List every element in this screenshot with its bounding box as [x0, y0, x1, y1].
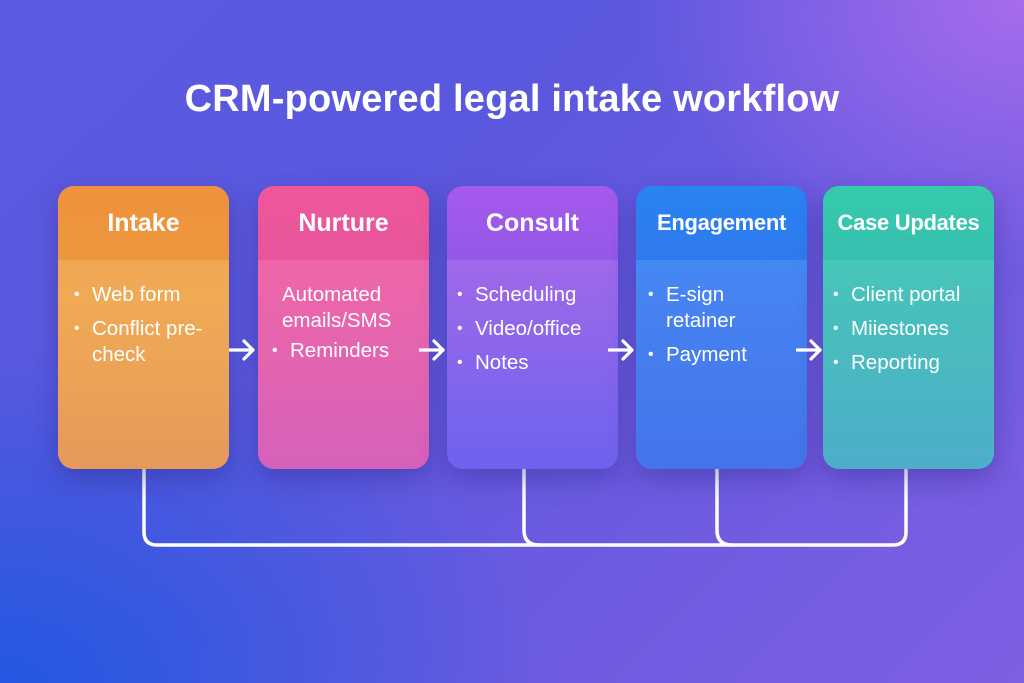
connector-line-consult — [522, 467, 541, 547]
stage-card-consult: Consult Scheduling Video/office Notes — [447, 186, 618, 469]
stage-title: Consult — [447, 186, 618, 260]
stage-item: Reminders — [272, 338, 415, 364]
stage-item: Conflict pre-check — [74, 316, 215, 368]
stage-body: E-sign retainer Payment — [636, 260, 807, 469]
stage-item: Scheduling — [457, 282, 604, 308]
connector-line-intake — [142, 467, 908, 547]
stage-title: Nurture — [258, 186, 429, 260]
stage-item: Notes — [457, 350, 604, 376]
stage-item: Web form — [74, 282, 215, 308]
stage-card-engagement: Engagement E-sign retainer Payment — [636, 186, 807, 469]
stage-item: Reporting — [833, 350, 980, 376]
stage-item: E-sign retainer — [648, 282, 767, 334]
arrow-right-icon — [796, 339, 822, 361]
arrow-right-icon — [229, 339, 255, 361]
stage-body: Automated emails/SMS Reminders — [258, 260, 429, 469]
stage-body: Web form Conflict pre-check — [58, 260, 229, 469]
stage-item: Automated emails/SMS — [282, 283, 392, 332]
arrow-right-icon — [419, 339, 445, 361]
diagram-title: CRM-powered legal intake workflow — [184, 78, 840, 120]
stage-item: Client portal — [833, 282, 980, 308]
stage-card-intake: Intake Web form Conflict pre-check — [58, 186, 229, 469]
stage-body: Client portal Miiestones Reporting — [823, 260, 994, 469]
stage-item: Miiestones — [833, 316, 980, 342]
stage-body: Scheduling Video/office Notes — [447, 260, 618, 469]
stage-item: Video/office — [457, 316, 604, 342]
stage-card-nurture: Nurture Automated emails/SMS Reminders — [258, 186, 429, 469]
stage-title: Intake — [58, 186, 229, 260]
stage-title: Engagement — [636, 186, 807, 260]
stage-title: Case Updates — [823, 186, 994, 260]
connector-line-engagement — [715, 467, 734, 547]
stage-item: Payment — [648, 342, 767, 368]
arrow-right-icon — [608, 339, 634, 361]
stage-card-case-updates: Case Updates Client portal Miiestones Re… — [823, 186, 994, 469]
